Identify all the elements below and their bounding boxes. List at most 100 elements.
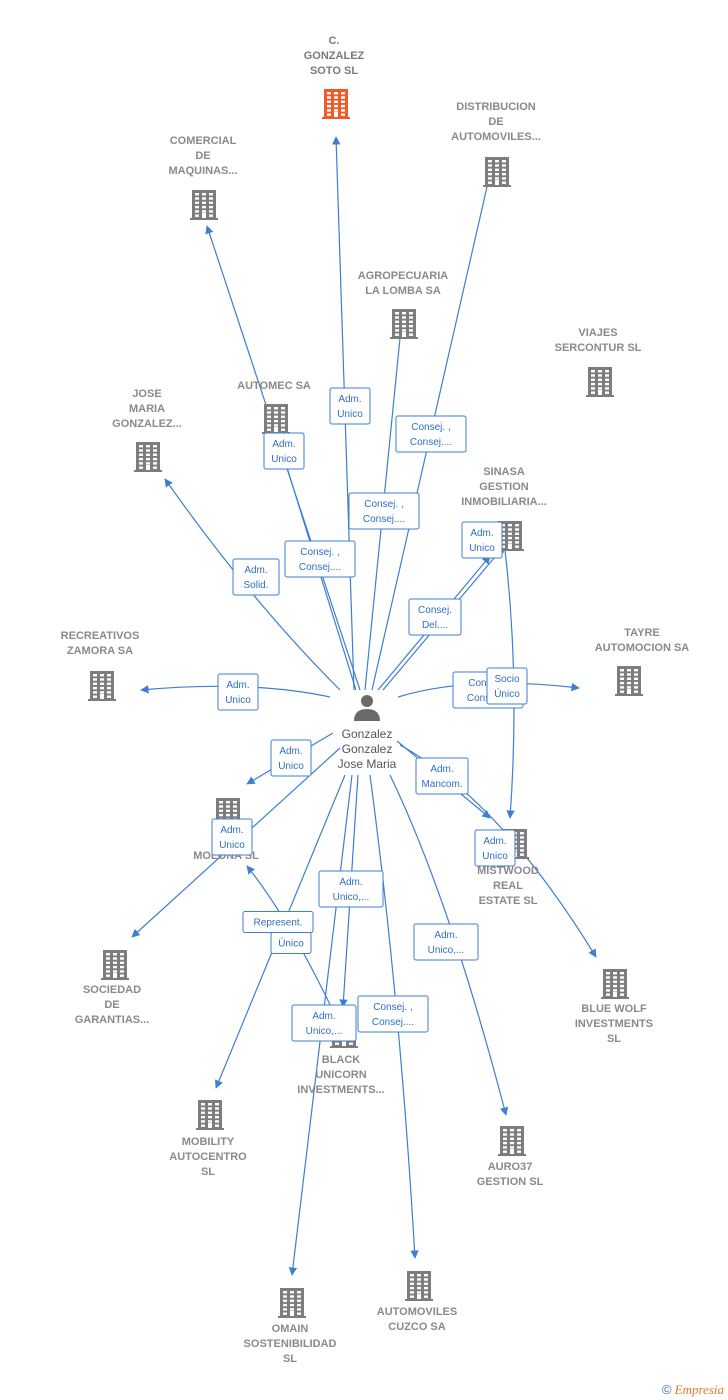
node-label-line: TAYRE — [624, 627, 659, 639]
center-label-line: Gonzalez — [342, 742, 393, 756]
node-label-line: LA LOMBA SA — [365, 285, 441, 297]
node-label-line: CUZCO SA — [388, 1321, 446, 1333]
building-icon — [322, 89, 350, 119]
edge-label-text: Adm. — [470, 528, 493, 539]
center-label-line: Jose Maria — [338, 757, 397, 771]
center-label-line: Gonzalez — [342, 727, 393, 741]
building-icon — [262, 404, 290, 434]
node-label-line: INVESTMENTS... — [297, 1084, 384, 1096]
edge-label-black[interactable]: Adm.Unico,... — [318, 870, 384, 908]
edge-label-text: Adm. — [312, 1011, 335, 1022]
edge-label-comercial[interactable]: Consej. ,Consej.... — [284, 540, 356, 578]
edge-auro — [389, 774, 509, 1116]
edge-label-unico[interactable]: Único — [270, 932, 312, 954]
node-label-line: MAQUINAS... — [168, 165, 237, 177]
edge-label-automec[interactable]: Adm.Unico — [263, 432, 305, 470]
edge-label-text: Solid. — [243, 580, 268, 591]
node-label-line: GONZALEZ — [304, 50, 365, 62]
edge-label-text: Unico — [225, 695, 251, 706]
node-jose-maria[interactable]: JOSEMARIAGONZALEZ... — [112, 388, 182, 472]
edge-label-josemaria[interactable]: Adm. Solid. — [232, 558, 280, 596]
node-label-line: ZAMORA SA — [67, 645, 133, 657]
building-icon — [483, 157, 511, 187]
building-icon — [134, 442, 162, 472]
edge-label-cuzco[interactable]: Consej. ,Consej.... — [357, 995, 429, 1033]
edge-label-text: Unico,... — [306, 1026, 343, 1037]
edge-label-text: Adm. — [279, 746, 302, 757]
edge-label-represent[interactable]: Represent. — [242, 911, 314, 933]
edge-label-sinasa-consej[interactable]: Consej.Del.... — [408, 598, 462, 636]
edge-label-text: Adm. — [338, 394, 361, 405]
node-label-line: GONZALEZ... — [112, 418, 182, 430]
edge-label-mistwood[interactable]: Adm.Mancom. — [415, 757, 469, 795]
edge-label-text: Consej.... — [363, 514, 405, 525]
edge-label-text: Adm. — [434, 930, 457, 941]
node-label-line: AUTOMOVILES — [377, 1306, 457, 1318]
edge-label-recreativos[interactable]: Adm.Unico — [217, 673, 259, 711]
node-sociedad[interactable]: SOCIEDADDEGARANTIAS... — [75, 950, 150, 1026]
edge-label-esmolona-2[interactable]: Adm.Unico — [211, 818, 253, 856]
node-label-line: AUTOMEC SA — [237, 380, 311, 392]
node-label-line: GESTION SL — [477, 1176, 544, 1188]
edge-label-esmolona-1[interactable]: Adm.Unico — [270, 739, 312, 777]
node-label-line: UNICORN — [315, 1069, 366, 1081]
edge-label-text: Adm. — [483, 836, 506, 847]
node-label-line: GESTION — [479, 481, 529, 493]
edge-label-text: Adm. — [244, 565, 267, 576]
building-icon — [101, 950, 129, 980]
edge-label-text: Adm. — [220, 825, 243, 836]
building-icon — [190, 190, 218, 220]
node-label-line: VIAJES — [578, 327, 617, 339]
node-label-line: DISTRIBUCION — [456, 101, 536, 113]
edge-label-distribucion[interactable]: Consej. , Consej.... — [395, 415, 467, 453]
node-label-line: DE — [195, 150, 210, 162]
node-distribucion[interactable]: DISTRIBUCIONDEAUTOMOVILES... — [451, 101, 541, 187]
copyright-symbol: © — [662, 1382, 672, 1397]
person-icon — [354, 695, 380, 721]
edge-label-omain[interactable]: Adm. Unico,... — [291, 1004, 357, 1042]
edge-label-text: Consej.... — [410, 437, 452, 448]
empresia-brand: Empresia — [674, 1382, 724, 1397]
node-label-line: MOBILITY — [182, 1136, 235, 1148]
edge-label-auro[interactable]: Adm.Unico,... — [413, 923, 479, 961]
edge-label-text: Unico — [482, 851, 508, 862]
node-automec[interactable]: AUTOMEC SA — [237, 380, 311, 434]
node-automoviles-cuzco[interactable]: AUTOMOVILES CUZCO SA — [377, 1271, 457, 1333]
edge-label-bluewolf[interactable]: Adm. Unico — [474, 829, 516, 867]
building-icon — [196, 1100, 224, 1130]
node-label-line: AUTOMOVILES... — [451, 131, 541, 143]
edge-label-text: Adm. — [430, 764, 453, 775]
edge-label-text: Único — [494, 687, 520, 700]
edge-label-sinasa-adm[interactable]: Adm. Unico — [461, 521, 503, 559]
edge-label-text: Consej. , — [411, 422, 450, 433]
node-label-line: INMOBILIARIA... — [461, 496, 547, 508]
edge-label-text: Unico — [271, 454, 297, 465]
node-comercial[interactable]: COMERCIALDEMAQUINAS... — [168, 135, 238, 220]
edge-label-text: Unico — [469, 543, 495, 554]
empresia-footer[interactable]: ©Empresia — [662, 1382, 724, 1398]
node-label-line: REAL — [493, 880, 523, 892]
node-label-line: AURO37 — [488, 1161, 533, 1173]
edge-label-text: Del.... — [422, 620, 448, 631]
node-label-line: MISTWOOD — [477, 865, 539, 877]
edge-label-agropecuaria[interactable]: Consej. ,Consej.... — [348, 492, 420, 530]
building-icon — [498, 1126, 526, 1156]
edge-label-cgonzalez[interactable]: Adm. Unico — [329, 387, 371, 425]
node-label-line: SINASA — [483, 466, 525, 478]
node-label-line: SL — [201, 1166, 215, 1178]
edge-label-text: Unico — [337, 409, 363, 420]
